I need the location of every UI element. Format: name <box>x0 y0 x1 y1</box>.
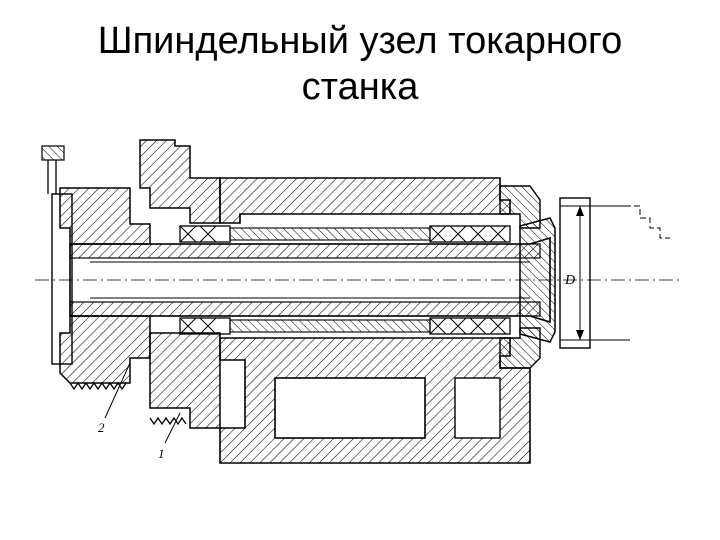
rear-gear-2-teeth <box>69 381 127 391</box>
front-flange-lower <box>499 327 541 369</box>
label-2: 2 <box>98 420 105 435</box>
spindle-nose <box>519 217 556 343</box>
left-end-nut <box>51 193 73 365</box>
housing-window-right <box>454 377 501 439</box>
dimension-D <box>576 206 584 340</box>
title-line-2: станка <box>301 66 419 108</box>
gear-1-lower <box>149 332 221 429</box>
housing-window <box>274 377 426 439</box>
rear-bearing-lower <box>179 317 231 335</box>
spindle-bore-upper-wall <box>69 243 541 259</box>
sleeve-lower <box>229 319 431 333</box>
dimension-label: D <box>564 273 575 288</box>
chuck <box>559 197 670 349</box>
label-1: 1 <box>158 446 165 461</box>
housing-upper <box>219 177 511 224</box>
rear-gear-2-lower <box>59 315 151 384</box>
leader-1 <box>164 412 181 444</box>
rear-gear-2 <box>59 187 151 245</box>
front-bearing-upper <box>429 225 511 243</box>
rear-bearing-upper <box>179 225 231 243</box>
sleeve-upper <box>229 227 431 241</box>
spindle-bore-lower-wall <box>69 301 541 317</box>
spindle-assembly-drawing: D 2 1 <box>35 139 680 464</box>
leader-2 <box>104 362 131 419</box>
gear-1 <box>139 139 221 224</box>
screw-top-left <box>41 145 65 194</box>
slide-title: Шпиндельный узел токарного станка <box>0 18 720 110</box>
gear-1-teeth <box>149 416 187 426</box>
front-bearing-lower <box>429 317 511 335</box>
title-line-1: Шпиндельный узел токарного <box>97 20 623 62</box>
